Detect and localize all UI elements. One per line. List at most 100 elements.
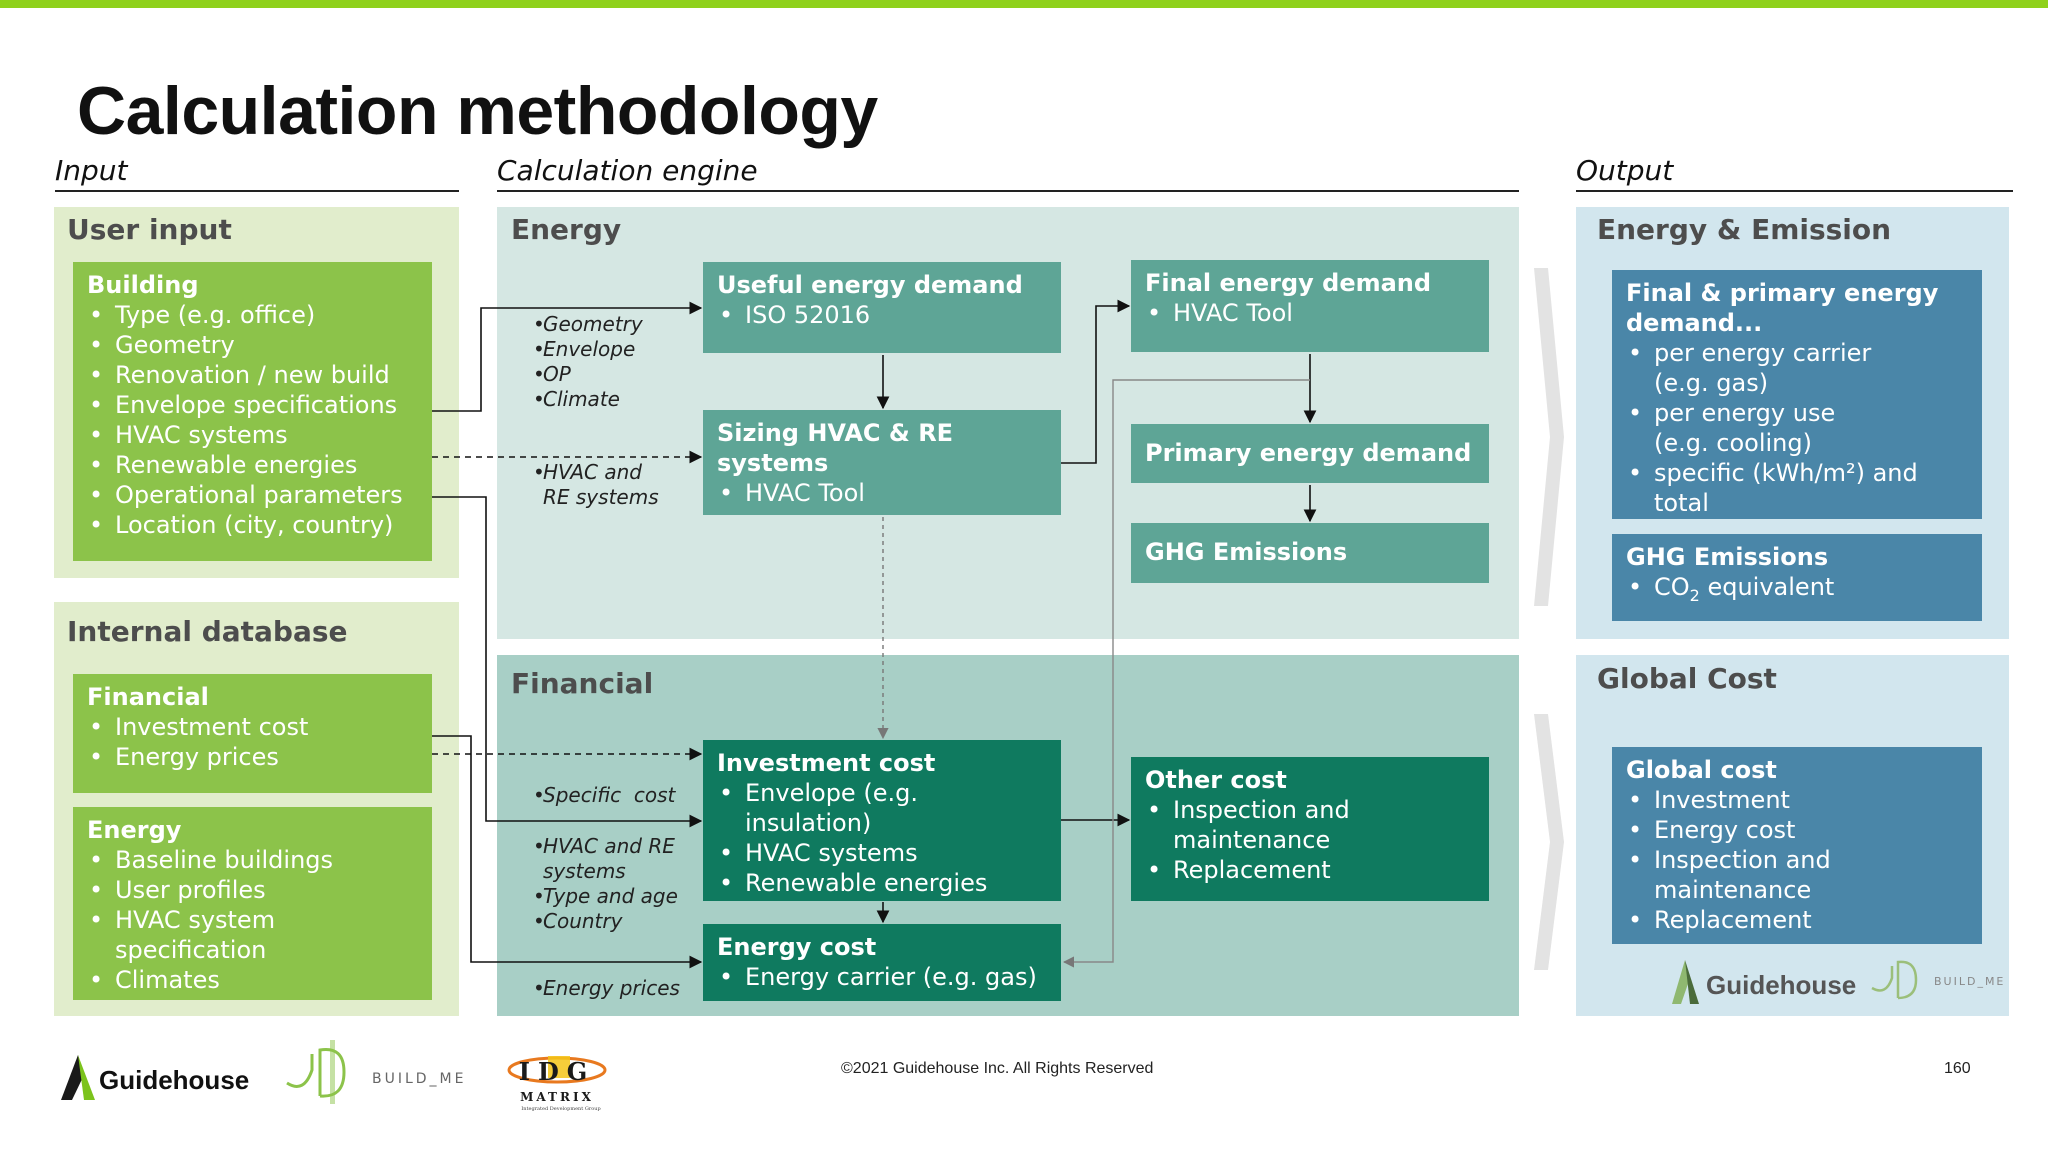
flow-label: Geometry [533, 312, 643, 337]
flow-label: RE systems [543, 485, 659, 509]
page-number: 160 [1944, 1060, 1971, 1077]
copyright-text: ©2021 Guidehouse Inc. All Rights Reserve… [841, 1060, 1154, 1077]
flow-label: Type and age [533, 884, 678, 909]
list-item: Envelope specifications [87, 390, 418, 420]
final-energy-box: Final energy demand HVAC Tool [1131, 260, 1489, 352]
list-item: Inspection and maintenance [1145, 795, 1375, 855]
primary-energy-title: Primary energy demand [1145, 439, 1472, 467]
footer-idg-matrix: MATRIX [520, 1090, 594, 1104]
list-item: Renovation / new build [87, 360, 418, 390]
global-cost-list: Investment Energy cost Inspection and ma… [1626, 785, 1968, 935]
footer-buildme-text: BUILD_ME [372, 1071, 467, 1087]
list-item: HVAC system specification [87, 905, 418, 965]
final-energy-list: HVAC Tool [1145, 298, 1475, 328]
flow-labels-geometry: Geometry Envelope OP Climate [533, 312, 643, 412]
financial-db-title: Financial [87, 683, 209, 711]
output-guidehouse-text: Guidehouse [1706, 970, 1856, 1000]
list-item: Inspection and maintenance [1626, 845, 1856, 905]
investment-cost-list: Envelope (e.g. insulation) HVAC systems … [717, 778, 1047, 898]
sizing-hvac-title: Sizing HVAC & RE systems [717, 419, 954, 477]
ghg-output-box: GHG Emissions CO2 equivalent [1612, 534, 1982, 621]
list-item: Renewable energies [717, 868, 1047, 898]
list-item: Replacement [1145, 855, 1475, 885]
footer-buildme-logo: BUILD_ME [286, 1040, 467, 1104]
list-item: Envelope (e.g. insulation) [717, 778, 947, 838]
list-item: HVAC Tool [1145, 298, 1475, 328]
column-header-output: Output [1576, 154, 2013, 192]
sizing-hvac-box: Sizing HVAC & RE systems HVAC Tool [703, 410, 1061, 515]
list-item: ISO 52016 [717, 300, 1047, 330]
list-item: Energy prices [87, 742, 418, 772]
list-item: per energy carrier (e.g. gas) [1626, 338, 1926, 398]
other-cost-list: Inspection and maintenance Replacement [1145, 795, 1475, 885]
footer-idg-logo: IDG MATRIX Integrated Development Group [507, 1056, 607, 1112]
flow-label: Country [533, 909, 678, 934]
primary-energy-box: Primary energy demand [1131, 424, 1489, 483]
internal-database-title: Internal database [67, 615, 348, 648]
useful-energy-title: Useful energy demand [717, 271, 1023, 299]
connector-financialdb-energycost [432, 735, 703, 969]
other-cost-box: Other cost Inspection and maintenance Re… [1131, 757, 1489, 901]
global-cost-box: Global cost Investment Energy cost Inspe… [1612, 747, 1982, 944]
flow-label: HVAC and RE [533, 834, 678, 859]
list-item: Geometry [87, 330, 418, 360]
final-primary-output-list: per energy carrier (e.g. gas) per energy… [1626, 338, 1968, 518]
energy-db-box: Energy Baseline buildings User profiles … [73, 807, 432, 1000]
final-primary-output-box: Final & primary energy demand... per ene… [1612, 270, 1982, 519]
other-cost-title: Other cost [1145, 766, 1287, 794]
investment-cost-box: Investment cost Envelope (e.g. insulatio… [703, 740, 1061, 901]
energy-db-list: Baseline buildings User profiles HVAC sy… [87, 845, 418, 995]
energy-cost-box: Energy cost Energy carrier (e.g. gas) [703, 924, 1061, 1001]
column-header-engine: Calculation engine [497, 154, 1519, 192]
flow-label: Climate [533, 387, 643, 412]
column-header-input: Input [55, 154, 459, 192]
flow-label: Specific cost [533, 783, 675, 808]
co2-suffix: equivalent [1699, 573, 1835, 601]
building-box: Building Type (e.g. office) Geometry Ren… [73, 262, 432, 561]
flow-label: systems [543, 859, 626, 883]
list-item: Energy cost [1626, 815, 1968, 845]
useful-energy-box: Useful energy demand ISO 52016 [703, 262, 1061, 353]
co2-prefix: CO [1654, 573, 1690, 601]
energy-cost-title: Energy cost [717, 933, 877, 961]
footer-idg-letters: IDG [519, 1057, 596, 1086]
financial-db-list: Investment cost Energy prices [87, 712, 418, 772]
footer-guidehouse-text: Guidehouse [99, 1065, 249, 1095]
investment-cost-title: Investment cost [717, 749, 936, 777]
list-item: Energy carrier (e.g. gas) [717, 962, 1047, 992]
ghg-output-title: GHG Emissions [1626, 543, 1829, 571]
flow-labels-hvac-re: HVAC and RE systems Type and age Country [533, 834, 678, 934]
list-item: specific (kWh/m²) and total [1626, 458, 1926, 518]
list-item: Investment [1626, 785, 1968, 815]
list-item: Replacement [1626, 905, 1968, 935]
energy-cost-list: Energy carrier (e.g. gas) [717, 962, 1047, 992]
global-cost-panel-title: Global Cost [1597, 662, 1777, 695]
co2-subscript: 2 [1689, 585, 1700, 605]
list-item: Climates [87, 965, 418, 995]
financial-engine-title: Financial [511, 667, 654, 700]
list-item: CO2 equivalent [1626, 572, 1968, 611]
footer-guidehouse-logo: Guidehouse [61, 1055, 249, 1100]
ghg-emissions-engine-box: GHG Emissions [1131, 523, 1489, 583]
financial-db-box: Financial Investment cost Energy prices [73, 674, 432, 793]
flow-label: Envelope [533, 337, 643, 362]
final-primary-output-title: Final & primary energy demand... [1626, 279, 1939, 337]
list-item: Renewable energies [87, 450, 418, 480]
energy-emission-title: Energy & Emission [1597, 213, 1892, 246]
output-guidehouse-logo: Guidehouse [1672, 960, 1856, 1004]
list-item: per energy use (e.g. cooling) [1626, 398, 1856, 458]
energy-engine-title: Energy [511, 213, 622, 246]
energy-db-title: Energy [87, 816, 182, 844]
flow-labels-hvac: HVAC and RE systems [533, 460, 659, 510]
flow-label: HVAC and [533, 460, 659, 485]
footer-idg-sub: Integrated Development Group [521, 1106, 600, 1112]
financial-output-chevron [1534, 714, 1564, 970]
top-accent-bar [0, 0, 2048, 8]
list-item: Location (city, country) [87, 510, 418, 540]
list-item: HVAC systems [87, 420, 418, 450]
building-title: Building [87, 271, 199, 299]
flow-label: OP [533, 362, 643, 387]
energy-output-chevron [1534, 268, 1564, 606]
global-cost-title: Global cost [1626, 756, 1777, 784]
